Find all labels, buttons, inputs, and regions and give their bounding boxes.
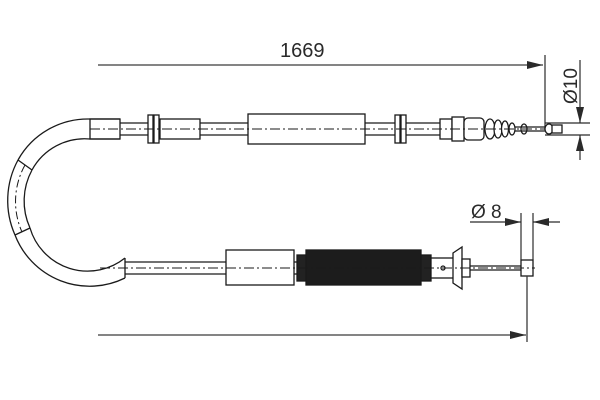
length-label: 1669 [280, 40, 325, 62]
length-dimension-top [98, 55, 546, 130]
diameter-8-label: Ø 8 [471, 202, 502, 223]
centerlines [90, 128, 545, 269]
cable-bend [7, 118, 126, 287]
diameter-8-dimension [470, 213, 560, 260]
diameter-10-label: Ø10 [561, 68, 582, 104]
diameter-10-dimension [545, 60, 590, 160]
length-dimension-bottom [98, 276, 528, 342]
